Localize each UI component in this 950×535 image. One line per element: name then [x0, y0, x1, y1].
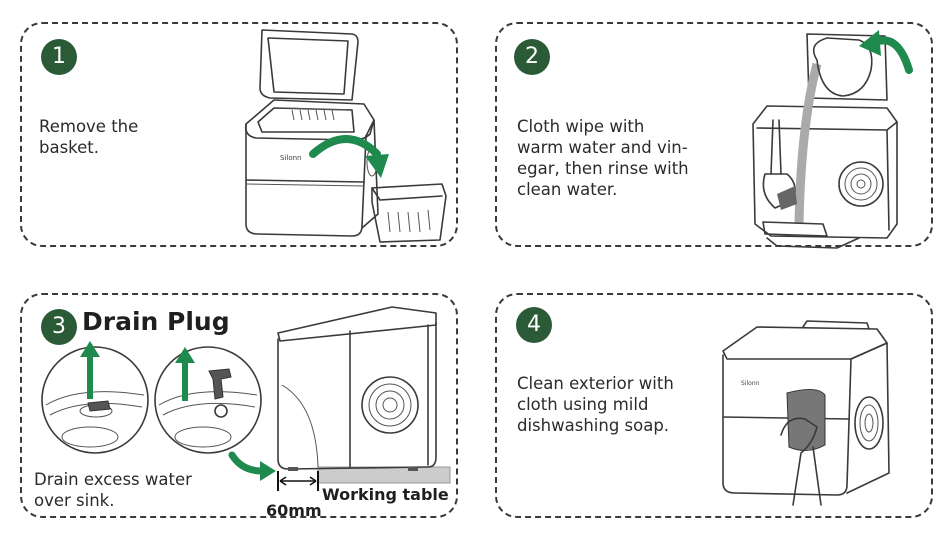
step-3-badge: 3: [41, 309, 77, 345]
cleaning-interior-illustration: [752, 33, 898, 249]
step-1-panel: 1 Remove the basket. Silonn: [20, 22, 458, 247]
step-2-panel: 2 Cloth wipe with warm water and vin- eg…: [495, 22, 933, 249]
up-arrow-icon: [80, 341, 100, 399]
step-4-badge: 4: [516, 307, 552, 343]
machine-exterior-illustration: Silonn: [722, 320, 890, 506]
drain-plug-detail-open: [154, 346, 262, 454]
step-1-text: Remove the basket.: [39, 117, 139, 157]
up-arrow-icon: [175, 347, 195, 401]
ice-maker-open-illustration: Silonn: [244, 29, 447, 243]
svg-text:Silonn: Silonn: [741, 380, 760, 387]
step-2-badge: 2: [514, 39, 550, 75]
step-2-text: Cloth wipe with warm water and vin- egar…: [517, 117, 689, 199]
rotate-arrow-icon: [309, 135, 389, 178]
step-3-title: Drain Plug: [82, 307, 230, 336]
step-4-text: Clean exterior with cloth using mild dis…: [517, 374, 674, 435]
curved-arrow-icon: [859, 30, 913, 74]
brand-logo: Silonn: [280, 154, 302, 162]
step-4-panel: 4 Clean exterior with cloth using mild d…: [495, 293, 933, 518]
step-1-badge: 1: [41, 39, 77, 75]
distance-label: 60mm: [266, 501, 322, 520]
working-table-label: Working table: [322, 485, 449, 504]
machine-side-view-illustration: [228, 306, 451, 491]
step-3-text: Drain excess water over sink.: [34, 470, 192, 510]
step-3-panel: 3 Drain Plug Drain excess water over sin…: [20, 293, 458, 520]
